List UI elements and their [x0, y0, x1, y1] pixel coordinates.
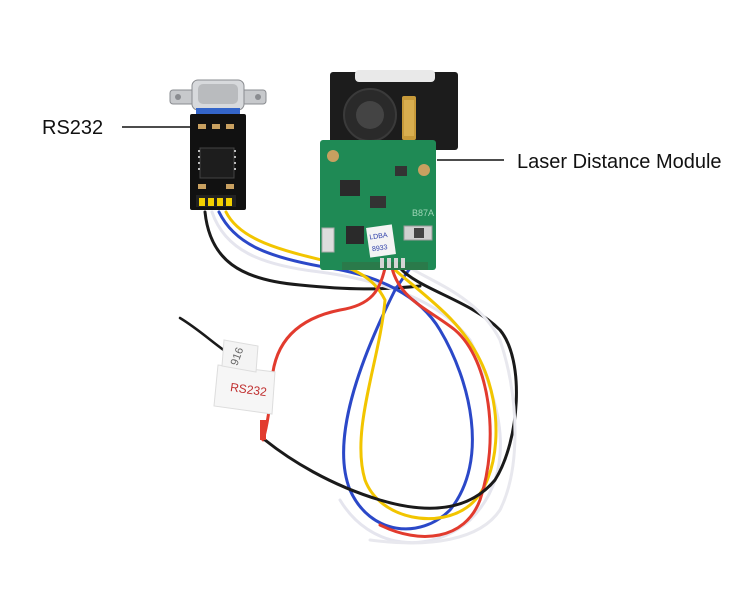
rs232-chip [199, 147, 235, 179]
wire-black [203, 210, 422, 291]
tape-tag-916-text: 916 [229, 346, 247, 367]
laser-sticker-line1: LDBA [369, 232, 388, 242]
rs232-adapter [169, 79, 267, 210]
laser-sticker-line2: 8933 [372, 244, 389, 253]
laser-module-label: Laser Distance Module [517, 151, 722, 173]
laser-pcb-code: B87A [412, 208, 434, 218]
wire-red-end-stub [260, 420, 266, 440]
wire-black-2 [263, 266, 518, 510]
tape-tag-rs232-text: RS232 [229, 380, 268, 399]
tape-tag-rs232: RS232 [213, 364, 276, 415]
tape-tag-916: 916 [221, 339, 259, 373]
wire-red-2 [378, 266, 492, 538]
rs232-label: RS232 [42, 117, 104, 139]
wire-white-2 [368, 266, 517, 545]
laser-sticker [366, 224, 396, 258]
laser-distance-module: B87A LDBA 8933 [320, 70, 458, 270]
